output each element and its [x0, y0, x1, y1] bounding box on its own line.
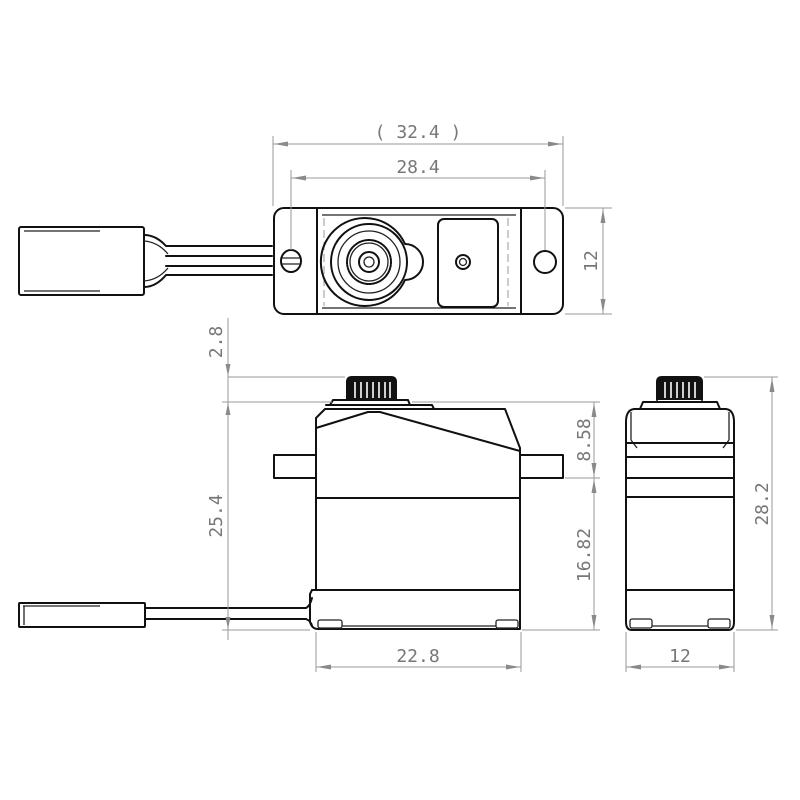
dim-case-heights: 8.58 16.82 — [522, 402, 600, 631]
dim-text-side-height: 28.2 — [752, 482, 773, 525]
top-wires — [143, 234, 273, 288]
dim-side-width: 12 — [625, 632, 735, 672]
top-body — [273, 207, 564, 315]
dim-text-total-height: 25.4 — [206, 494, 227, 537]
dim-top-width: 12 — [565, 207, 612, 315]
dim-case-length: 22.8 — [315, 632, 522, 672]
dim-hole-spacing: 28.4 — [290, 157, 546, 250]
dim-text-hole-spacing: 28.4 — [396, 157, 439, 178]
dim-overall-length: ( 32.4 ) — [272, 122, 564, 206]
dim-spline-height: 2.8 — [206, 318, 600, 640]
dim-text-top-width: 12 — [581, 250, 602, 272]
mount-hole-right — [533, 250, 557, 274]
dim-total-height: 25.4 — [206, 494, 310, 631]
front-view: 2.8 25.4 8.58 16.82 22.8 — [18, 318, 600, 672]
dim-side-height: 28.2 — [704, 376, 778, 631]
front-wire-connector — [18, 597, 313, 628]
top-connector-plug — [18, 226, 145, 296]
label-plate — [437, 218, 499, 308]
dim-text-spline-height: 2.8 — [206, 326, 227, 359]
dim-text-overall-length: ( 32.4 ) — [375, 122, 462, 143]
output-spline-side — [656, 376, 703, 401]
dim-text-lower-case-height: 16.82 — [574, 528, 595, 582]
output-spline-front — [346, 376, 397, 401]
dim-text-side-width: 12 — [669, 646, 691, 667]
dim-text-upper-case-height: 8.58 — [574, 418, 595, 461]
top-view: ( 32.4 ) 28.4 12 — [18, 122, 612, 315]
side-view: 28.2 12 — [625, 376, 778, 672]
mount-hole-left — [280, 249, 302, 273]
output-gear-top — [319, 217, 424, 307]
dim-text-case-length: 22.8 — [396, 646, 439, 667]
